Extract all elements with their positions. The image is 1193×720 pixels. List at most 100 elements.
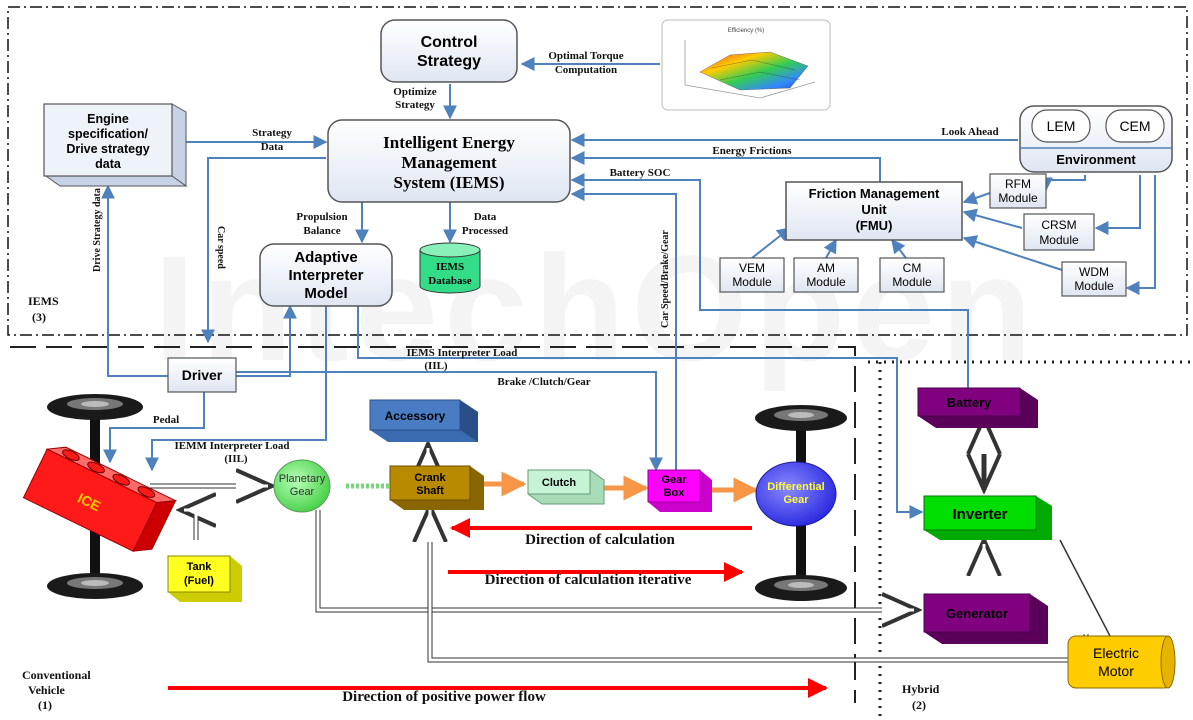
- crank-line2: Shaft: [416, 485, 444, 497]
- direction-arrows: [168, 518, 828, 698]
- environment-label: Environment: [1056, 152, 1136, 167]
- propulsion-balance-label-2: Balance: [303, 225, 340, 237]
- battery-box: Battery: [917, 387, 1038, 428]
- control-strategy-line2: Strategy: [417, 53, 481, 70]
- arrow-brake-clutch-gear: [236, 371, 663, 472]
- tank-line2: (Fuel): [184, 575, 214, 587]
- planetary-line1: Planetary: [279, 473, 326, 485]
- engine-spec-line2: specification/: [68, 127, 148, 141]
- drive-strategy-data-label: Drive Strategy data: [92, 188, 103, 272]
- electric-motor: Electric Motor: [1067, 635, 1176, 689]
- control-strategy-line1: Control: [421, 34, 478, 51]
- wheel-front-right: [755, 405, 847, 431]
- am-line2: Module: [806, 275, 846, 289]
- gearbox-box: Gear Box: [647, 469, 712, 512]
- crsm-line2: Module: [1039, 233, 1079, 247]
- data-processed-label: Data: [474, 211, 497, 223]
- direction-calc-label: Direction of calculation: [525, 532, 675, 548]
- iems-main-box: Intelligent Energy Management System (IE…: [327, 119, 571, 203]
- arrow-env-to-wdm: [1125, 175, 1156, 295]
- inverter-label: Inverter: [952, 506, 1007, 523]
- iems-line2: Management: [401, 153, 497, 172]
- environment-box: LEM CEM Environment: [1019, 105, 1173, 173]
- arrow-vem-to-fmu: [751, 227, 792, 259]
- wheel-front-left: [47, 394, 143, 420]
- gearbox-line2: Box: [664, 487, 686, 499]
- efficiency-map-title: Efficiency (%): [728, 28, 765, 34]
- battery-soc-label: Battery SOC: [610, 167, 671, 179]
- vem-line1: VEM: [739, 261, 765, 275]
- battery-label: Battery: [947, 395, 993, 410]
- accessory-box: Accessory: [369, 399, 478, 442]
- accessory-label: Accessory: [385, 409, 446, 423]
- arrow-iemm-load: [145, 306, 327, 472]
- iems-database: IEMS Database: [419, 242, 481, 294]
- pedal-label: Pedal: [153, 414, 179, 426]
- car-speed-label: Car speed: [215, 226, 226, 269]
- gearbox-line1: Gear: [661, 474, 687, 486]
- wheel-rear-right: [755, 575, 847, 601]
- arrow-env-to-rfm: [1039, 175, 1086, 192]
- differential-line1: Differential: [767, 481, 824, 493]
- arrow-car-speed: [201, 157, 326, 344]
- energy-frictions-label: Energy Frictions: [712, 145, 792, 157]
- arrow-am-to-fmu: [823, 238, 837, 259]
- planetary-line2: Gear: [290, 486, 315, 498]
- fmu-line3: (FMU): [856, 218, 893, 233]
- crsm-line1: CRSM: [1041, 218, 1076, 232]
- motor-line2: Motor: [1098, 663, 1134, 679]
- arrow-wdm-to-fmu: [962, 235, 1063, 271]
- clutch-box: Clutch: [527, 469, 605, 505]
- conventional-section-number: (1): [38, 698, 52, 712]
- am-line1: AM: [817, 261, 835, 275]
- cem-label: CEM: [1119, 118, 1150, 134]
- wdm-line2: Module: [1074, 279, 1114, 293]
- tank-line1: Tank: [187, 561, 213, 573]
- arrow-rfm-to-fmu: [962, 191, 991, 205]
- arrow-iil-to-inverter: [357, 306, 924, 519]
- adaptive-line1: Adaptive: [294, 249, 357, 266]
- crank-line1: Crank: [414, 472, 446, 484]
- differential-gear: Differential Gear: [755, 461, 837, 527]
- database-line1: IEMS: [436, 261, 464, 273]
- iems-interpreter-load-label-2: (IIL): [424, 360, 448, 372]
- iems-line1: Intelligent Energy: [383, 133, 515, 152]
- iems-section-label: IEMS: [28, 294, 59, 308]
- signal-labels: Optimal Torque Computation Optimize Stra…: [92, 50, 999, 465]
- cm-line2: Module: [892, 275, 932, 289]
- database-line2: Database: [428, 275, 472, 287]
- adaptive-line3: Model: [304, 285, 347, 302]
- optimize-strategy-label-2: Strategy: [395, 99, 435, 111]
- adaptive-line2: Interpreter: [288, 267, 363, 284]
- optimize-strategy-label: Optimize: [393, 86, 436, 98]
- clutch-label: Clutch: [542, 477, 577, 489]
- lem-label: LEM: [1047, 118, 1076, 134]
- generator-box: Generator: [923, 593, 1048, 644]
- drivetrain-arrows: [346, 471, 759, 503]
- hybrid-section-label: Hybrid: [902, 682, 940, 696]
- fmu-line2: Unit: [861, 202, 887, 217]
- iems-line3: System (IEMS): [394, 173, 505, 192]
- direction-labels: Direction of calculation Direction of ca…: [342, 532, 692, 705]
- conventional-section-label: Conventional: [22, 668, 91, 682]
- optimal-torque-label-2: Computation: [555, 64, 617, 76]
- strategy-data-label-2: Data: [261, 141, 284, 153]
- engine-spec-line3: Drive strategy: [66, 142, 149, 156]
- arrow-energy-frictions: [570, 151, 881, 182]
- wheel-rear-left: [47, 573, 143, 599]
- planetary-gear: Planetary Gear: [273, 459, 331, 513]
- car-speed-brake-gear-label: Car Speed/Brake/Gear: [660, 230, 671, 328]
- hybrid-section-number: (2): [912, 698, 926, 712]
- driver-label: Driver: [182, 367, 223, 383]
- differential-line2: Gear: [783, 494, 809, 506]
- direction-power-label: Direction of positive power flow: [342, 689, 546, 705]
- control-strategy-box: Control Strategy: [380, 19, 518, 83]
- efficiency-map: Efficiency (%): [661, 19, 831, 111]
- modules: RFM Module CRSM Module WDM Module VEM Mo…: [719, 173, 1127, 297]
- propulsion-balance-label: Propulsion: [296, 211, 347, 223]
- motor-line1: Electric: [1093, 645, 1139, 661]
- generator-label: Generator: [946, 606, 1008, 621]
- engine-spec-line4: data: [95, 157, 122, 171]
- iems-section-number: (3): [32, 310, 46, 324]
